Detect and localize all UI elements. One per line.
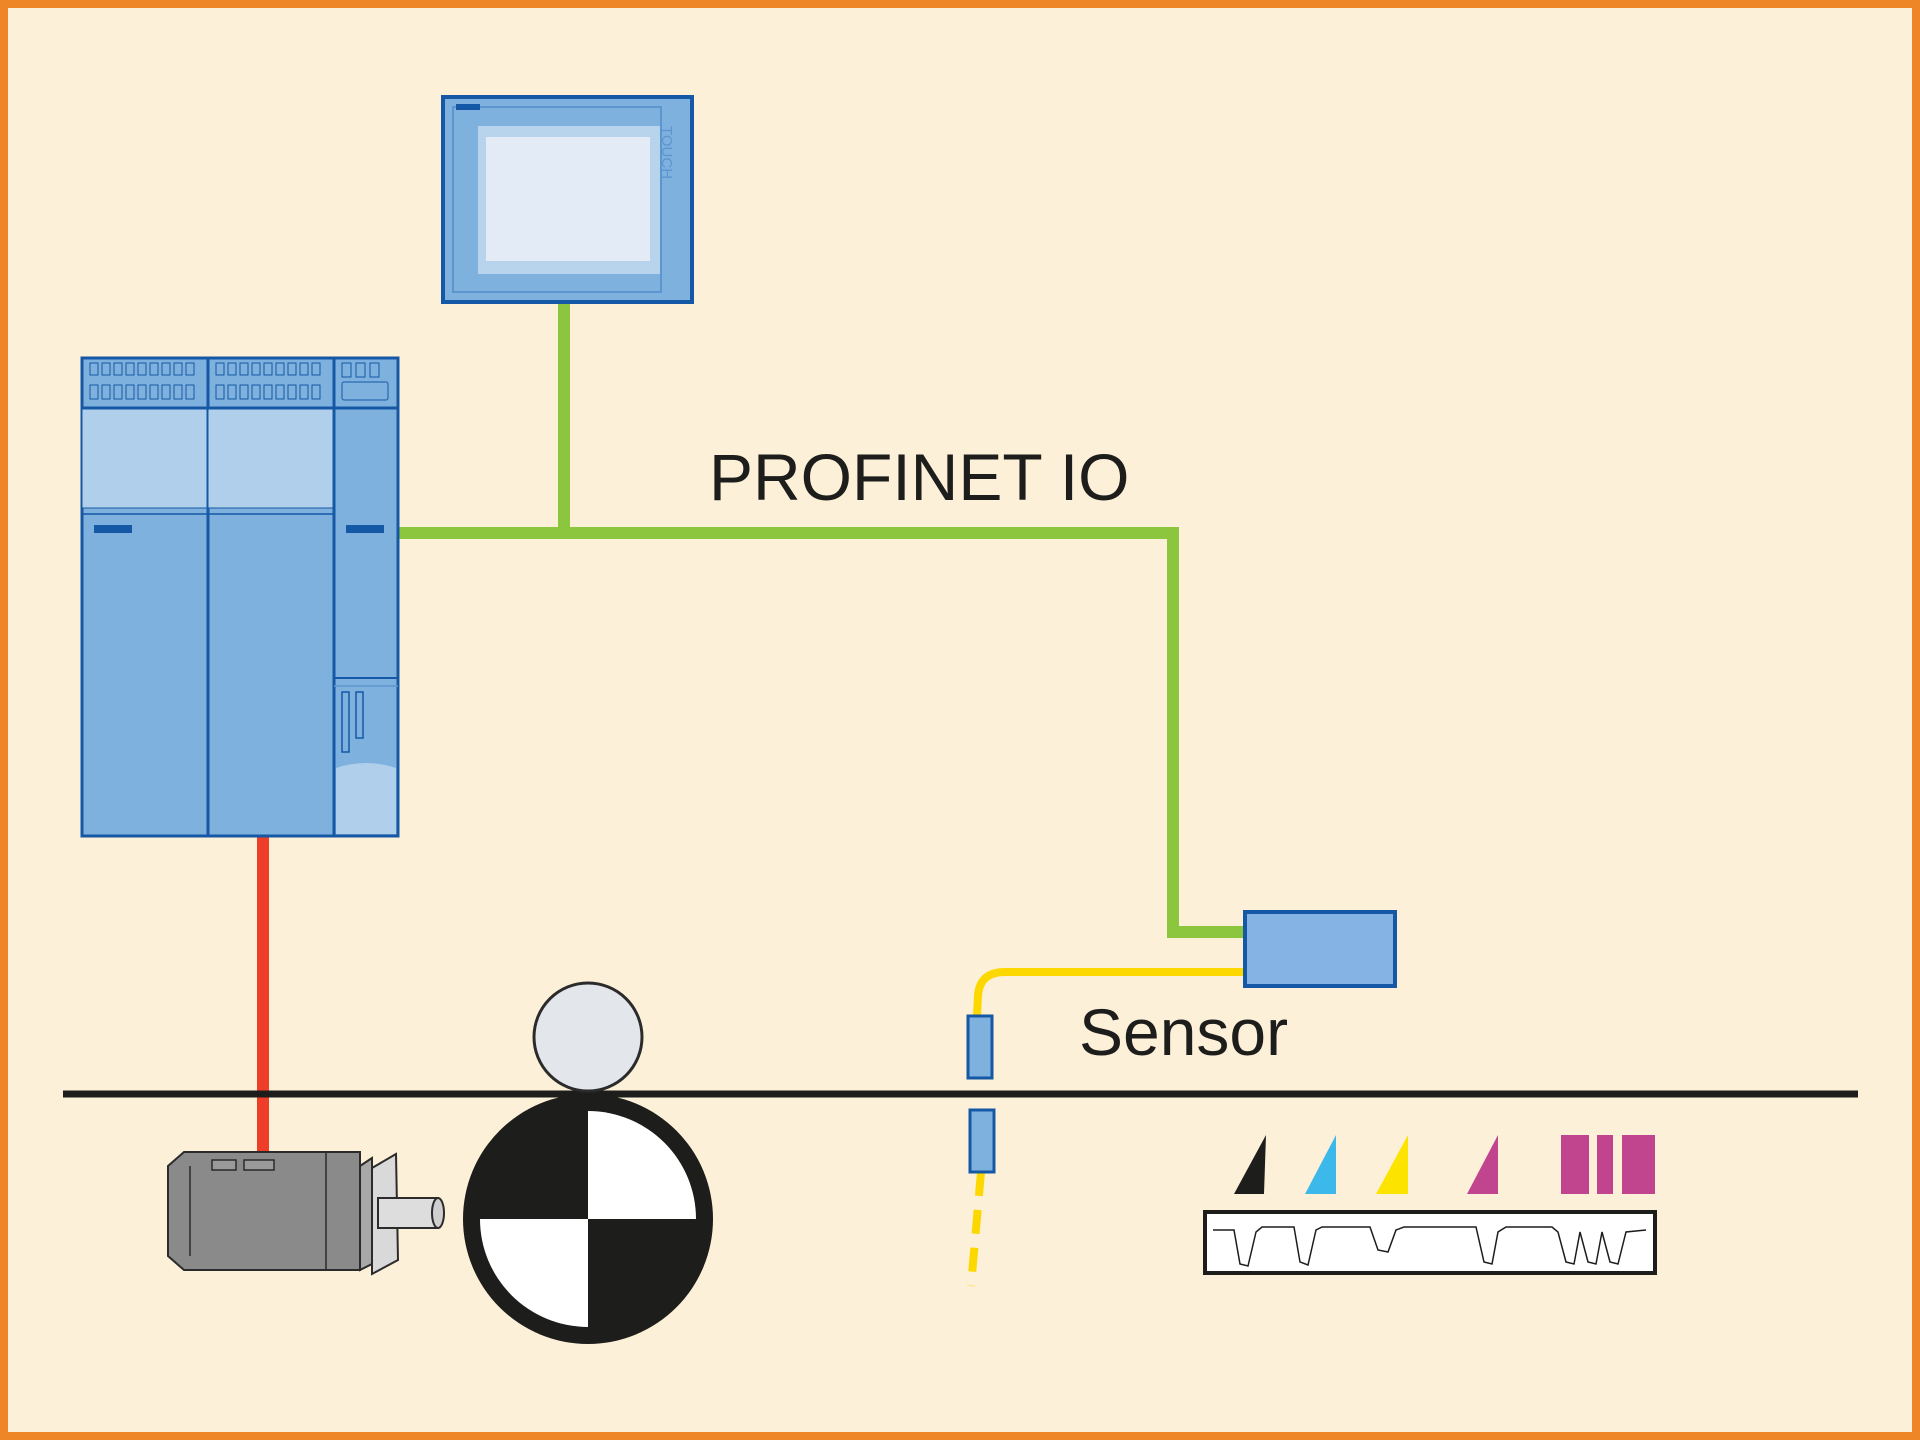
print-marks bbox=[1234, 1135, 1655, 1194]
print-mark-black bbox=[1234, 1135, 1266, 1194]
print-mark-magenta bbox=[1467, 1135, 1498, 1194]
roller-icon bbox=[463, 981, 713, 1344]
hmi-panel-icon: TOUCH bbox=[441, 95, 694, 304]
print-mark-bar-2 bbox=[1597, 1135, 1613, 1194]
hmi-touch-label: TOUCH bbox=[658, 126, 675, 179]
print-mark-bar-3 bbox=[1622, 1135, 1655, 1194]
print-mark-yellow bbox=[1376, 1135, 1408, 1194]
terminal-slots bbox=[89, 362, 389, 401]
profinet-cable bbox=[398, 302, 1245, 938]
profinet-io-label: PROFINET IO bbox=[709, 440, 1130, 514]
controller-icon bbox=[80, 356, 400, 838]
print-mark-bar-1 bbox=[1561, 1135, 1589, 1194]
signal-trace bbox=[1213, 1226, 1647, 1267]
sensor-receiver-icon bbox=[968, 1108, 996, 1174]
sensor-head-icon bbox=[966, 1014, 994, 1080]
sensor-label: Sensor bbox=[1079, 995, 1288, 1069]
servo-motor-icon bbox=[167, 1151, 445, 1276]
sensor-cable bbox=[973, 968, 1245, 1017]
sensor-module-icon bbox=[1243, 910, 1397, 988]
sensor-beam bbox=[967, 1171, 985, 1287]
signal-trace-box bbox=[1203, 1210, 1657, 1275]
print-mark-cyan bbox=[1305, 1135, 1336, 1194]
